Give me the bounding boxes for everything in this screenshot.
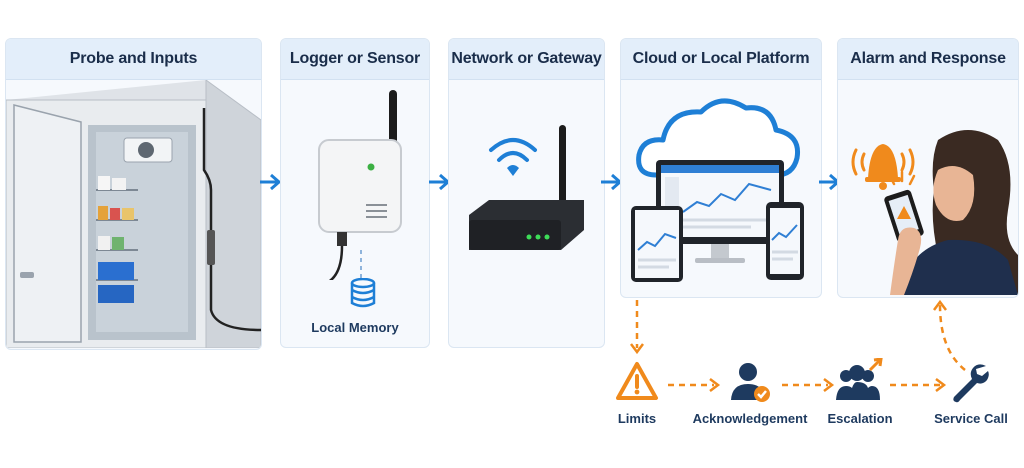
response-step-label: Service Call xyxy=(934,411,1008,426)
response-step-label: Escalation xyxy=(827,411,893,426)
user-check-icon xyxy=(731,363,770,402)
stage-title: Alarm and Response xyxy=(838,39,1018,80)
response-step-label: Limits xyxy=(617,411,657,426)
warning-triangle-icon xyxy=(616,362,658,400)
alarm-responder-image xyxy=(851,130,1018,295)
response-step-label: Acknowledgement xyxy=(692,411,808,426)
database-icon xyxy=(350,278,376,308)
stage-title: Network or Gateway xyxy=(449,39,604,80)
router-gateway-icon xyxy=(469,125,584,250)
stage-probe-panel: Probe and Inputs xyxy=(5,38,262,350)
wrench-icon xyxy=(953,364,989,403)
flow-arrow-icon xyxy=(258,172,284,192)
cloud-dashboard-devices-icon xyxy=(631,98,804,282)
stage-title: Cloud or Local Platform xyxy=(621,39,821,80)
stage-alarm-panel: Alarm and Response xyxy=(837,38,1019,298)
stage-gateway-panel: Network or Gateway xyxy=(448,38,605,348)
stage-title: Logger or Sensor xyxy=(281,39,429,80)
stage-title: Probe and Inputs xyxy=(6,39,261,80)
walk-in-cooler-image xyxy=(6,80,261,348)
escalation-group-icon xyxy=(836,358,883,400)
local-memory-label: Local Memory xyxy=(311,320,399,335)
stage-logger-panel: Logger or Sensor Local Memory xyxy=(280,38,430,348)
stage-platform-panel: Cloud or Local Platform xyxy=(620,38,822,298)
data-logger-icon xyxy=(318,90,402,280)
